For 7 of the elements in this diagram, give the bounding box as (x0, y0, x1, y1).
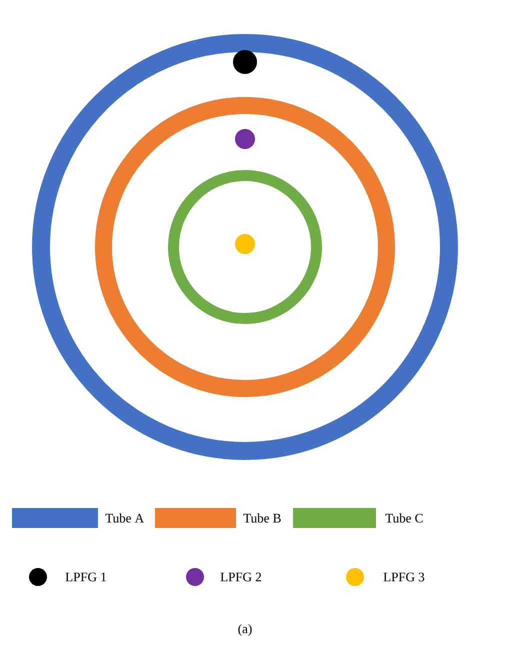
legend-label: Tube B (243, 513, 281, 523)
caption: (a) (238, 624, 252, 636)
legend-label: LPFG 3 (384, 572, 424, 582)
legend-label: Tube C (385, 513, 423, 523)
legend-label: LPFG 2 (220, 572, 262, 582)
legend-label: LPFG 1 (66, 572, 106, 582)
legend-label: Tube A (105, 513, 144, 523)
